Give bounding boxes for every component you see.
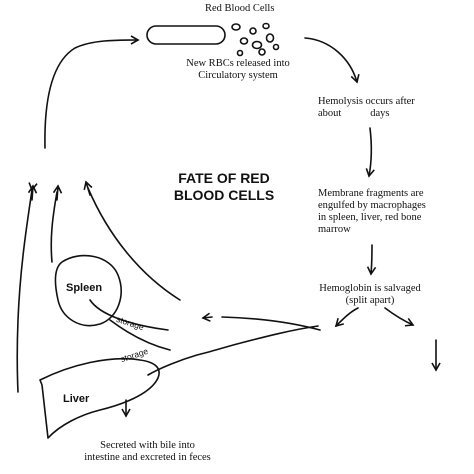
red-blood-cells-illustration [146,22,280,57]
up-arrow-1 [27,184,38,201]
new-rbcs-label: New RBCs released into Circulatory syste… [178,58,298,82]
membrane-line-1: Membrane fragments are [318,188,424,199]
red-blood-cells-label: Red Blood Cells [205,3,275,14]
liver-label: Liver [63,393,90,405]
hemolysis-arrow [304,37,360,84]
liver-shape [39,357,160,439]
rbc-capsule [146,25,226,45]
up-arrow-3 [83,180,93,196]
hemoglobin-line-2: (split apart) [345,295,395,306]
bile-label: Secreted with bile into intestine and ex… [55,440,240,464]
rbc-cell [231,23,241,31]
split-arrow-left [334,307,359,328]
new-rbcs-line-2: Circulatory system [198,70,278,81]
organ-flow-arrow [147,312,321,376]
membrane-line-4: marrow [318,224,351,235]
membrane-arrow [365,127,375,178]
rbc-cell [272,43,280,51]
rbc-cell [262,22,270,30]
split-arrow-right [384,307,415,327]
rbc-cell [249,27,257,35]
rbc-cell [265,33,275,43]
rbc-cell [239,37,249,45]
bile-line-1: Secreted with bile into [100,440,195,451]
diagram-title: FATE OF RED BLOOD CELLS [154,170,294,204]
hemolysis-label: Hemolysis occurs after about days [318,96,415,120]
new-rbcs-line-1: New RBCs released into [186,58,290,69]
spleen-shape [54,254,122,327]
bile-line-2: intestine and excreted in feces [84,452,211,463]
membrane-line-2: engulfed by macrophages [318,200,426,211]
hemolysis-line-2: about days [318,108,390,119]
membrane-label: Membrane fragments are engulfed by macro… [318,188,426,236]
return-arrow [44,35,140,149]
rbc-cell [236,49,244,57]
rbc-cell [258,48,266,56]
rbc-cell [251,40,263,50]
spleen-label: Spleen [66,282,103,294]
membrane-line-3: in spleen, liver, red bone [318,212,422,223]
up-arrow-2 [52,184,63,201]
hemoglobin-label: Hemoglobin is salvaged (split apart) [310,283,430,307]
title-line-2: BLOOD CELLS [173,187,275,203]
title-line-1: FATE OF RED [178,170,270,186]
hemolysis-line-1: Hemolysis occurs after [318,96,415,107]
hemoglobin-arrow [366,244,377,276]
hemoglobin-line-1: Hemoglobin is salvaged [319,283,421,294]
body-outline [16,182,181,393]
